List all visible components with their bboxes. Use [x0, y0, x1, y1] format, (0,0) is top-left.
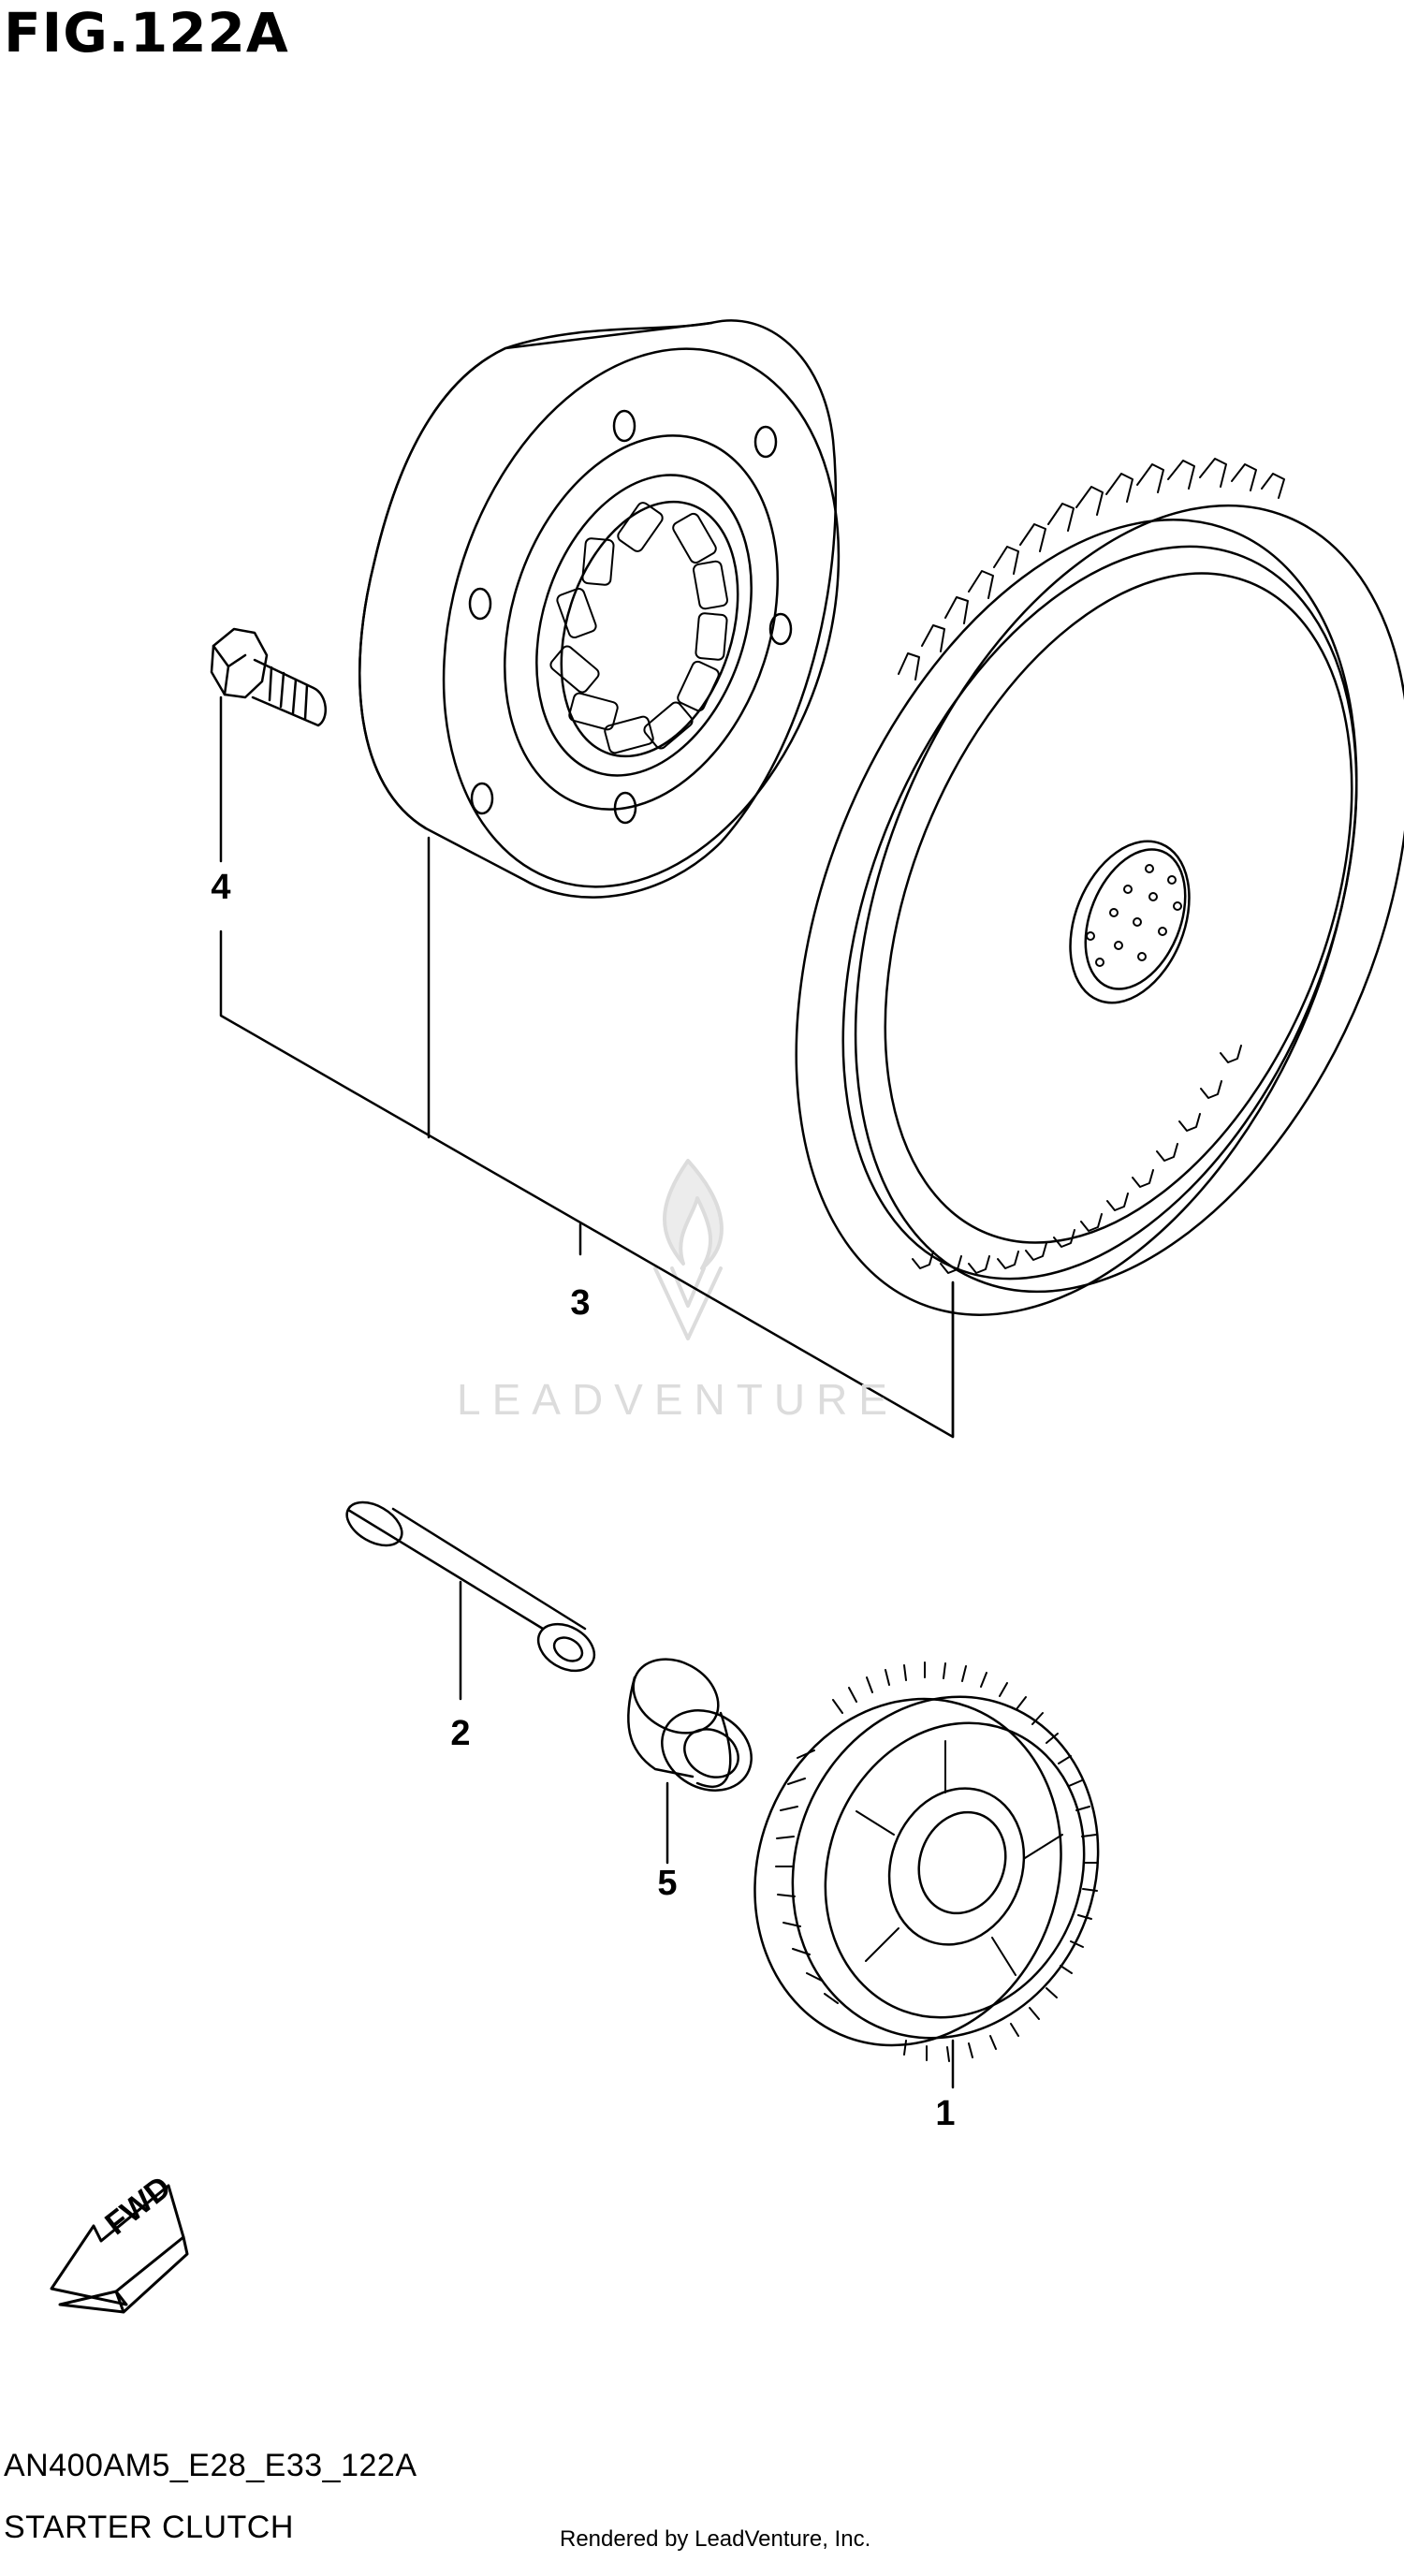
housing-outer-shell	[359, 320, 836, 897]
callout-2: 2	[450, 1714, 471, 1753]
idle-gear-face	[784, 1686, 1124, 2054]
idle-gear-hub	[905, 1800, 1019, 1925]
flywheel-hub-inner	[1066, 835, 1204, 1004]
idle-gear-hub-ring	[868, 1769, 1046, 1964]
housing-inner-ring	[459, 400, 823, 844]
rendered-by-credit: Rendered by LeadVenture, Inc.	[560, 2526, 871, 2552]
flywheel-back-rim	[688, 437, 1404, 1398]
housing-inner-bore-edge	[531, 479, 768, 780]
idle-gear-spokes	[856, 1741, 1062, 1975]
figure-code: AN400AM5_E28_E33_122A	[4, 2448, 417, 2483]
housing-front-face	[359, 323, 711, 828]
flywheel-step-ring	[743, 471, 1404, 1354]
part-2-shaft	[340, 1494, 603, 1699]
part-4-bolt	[212, 629, 326, 861]
part-3-clutch-housing	[359, 298, 904, 1133]
part-3-flywheel-gear	[688, 424, 1404, 1437]
callout-1: 1	[935, 2094, 956, 2133]
housing-inner-bore	[500, 447, 787, 804]
figure-name: STARTER CLUTCH	[4, 2510, 294, 2545]
housing-front-rim	[378, 298, 905, 939]
flywheel-hub	[1048, 824, 1212, 1020]
idle-gear-teeth	[776, 1662, 1098, 2061]
flywheel-outer-rim	[748, 424, 1404, 1373]
callout-4: 4	[211, 868, 231, 907]
flywheel-hub-holes	[1087, 865, 1181, 966]
part-3-reference-bracket	[221, 931, 953, 1437]
callout-5: 5	[657, 1864, 678, 1903]
part-1-idle-gear	[707, 1653, 1145, 2088]
idle-gear-back	[707, 1656, 1108, 2089]
callout-3: 3	[570, 1283, 591, 1323]
flywheel-face	[795, 505, 1404, 1311]
watermark-text: LEADVENTURE	[457, 1375, 899, 1424]
figure-title: FIG.122A	[4, 1, 289, 65]
fwd-arrow-icon	[51, 2186, 187, 2312]
part-5-bushing	[620, 1645, 766, 1863]
watermark-flame-icon	[655, 1161, 722, 1339]
flywheel-gear-teeth	[899, 459, 1284, 1273]
housing-bolt-holes	[470, 411, 791, 823]
idle-gear-outer	[745, 1653, 1145, 2081]
housing-sprag-rollers	[548, 501, 728, 754]
